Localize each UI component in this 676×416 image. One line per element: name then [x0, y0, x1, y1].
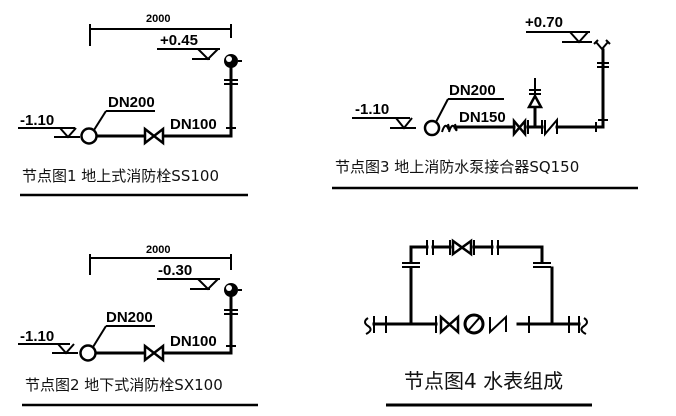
node1-diagram: 2000 +0.45 DN100 [18, 13, 248, 197]
node1-elevation-left: -1.10 [20, 112, 54, 129]
node2-dimension-label: 2000 [146, 244, 170, 256]
node3-elevation-top-marker [526, 31, 592, 44]
node2-gate-valve-icon [143, 343, 165, 363]
node2-elevation-left-marker [18, 343, 78, 355]
node1-main-pipe-icon [80, 127, 98, 145]
node3-tee-fitting-icon [526, 105, 544, 134]
node3-check-valve-icon [544, 117, 558, 137]
node3-elevation-top: +0.70 [525, 14, 563, 31]
node1-elevation-top-marker [157, 48, 220, 61]
node2-caption: 节点图2 地下式消防栓SX100 [25, 376, 223, 394]
node2-diagram: 2000 -0.30 DN100 DN200 -1.10 [18, 244, 258, 407]
node4-bypass-line [409, 240, 544, 264]
node3-leader-line [435, 98, 504, 123]
node4-diagram: 节点图4 水表组成 [364, 238, 592, 407]
node1-dimension-label: 2000 [146, 13, 170, 25]
node2-pipe-main-label: DN200 [106, 309, 153, 326]
node3-flexible-joint-icon [441, 123, 458, 133]
node1-leader-line [93, 110, 155, 131]
node4-left-flange-icon [402, 262, 420, 268]
node1-pipe-branch-label: DN100 [170, 116, 217, 133]
node4-right-flange-icon [533, 262, 551, 268]
node3-gate-valve-icon [512, 117, 527, 138]
node2-dimension-line [89, 254, 232, 275]
node2-elevation-left: -1.10 [20, 328, 54, 345]
node2-flange-icon [224, 309, 238, 315]
node3-pipe-branch-label: DN150 [459, 109, 506, 126]
node4-main-line [364, 316, 588, 335]
node1-dimension-line [89, 24, 232, 46]
node2-elevation-top: -0.30 [158, 262, 192, 279]
node4-water-meter-icon [463, 313, 485, 335]
node1-elevation-top: +0.45 [160, 32, 198, 49]
node3-pipe-main-label: DN200 [449, 82, 496, 99]
node1-elevation-left-marker [18, 127, 80, 139]
node2-main-pipe-icon [79, 344, 97, 362]
node3-safety-valve-icon [526, 78, 544, 109]
node3-elevation-left-marker [352, 117, 416, 130]
node3-main-pipe-icon [423, 119, 441, 137]
node2-elevation-top-marker [157, 278, 220, 291]
node3-siamese-connection-icon [593, 39, 611, 51]
node3-elevation-left: -1.10 [355, 101, 389, 118]
node2-pipe-branch-label: DN100 [170, 333, 217, 350]
node3-caption: 节点图3 地上消防水泵接合器SQ150 [335, 158, 579, 176]
node2-leader-line [92, 325, 155, 348]
node4-bypass-gate-valve-icon [451, 238, 473, 257]
node1-flange-icon [224, 79, 238, 85]
node4-check-valve-icon [489, 314, 507, 335]
node2-hydrant-icon [224, 283, 242, 297]
node1-pipe-main-label: DN200 [108, 94, 155, 111]
node1-gate-valve-icon [143, 126, 165, 146]
node1-hydrant-icon [224, 54, 242, 68]
node3-diagram: +0.70 [332, 14, 638, 190]
node1-caption: 节点图1 地上式消防栓SS100 [22, 167, 219, 185]
node4-caption: 节点图4 水表组成 [404, 369, 563, 393]
node3-flange-icon [597, 62, 609, 68]
node4-main-gate-valve-icon [439, 314, 460, 335]
